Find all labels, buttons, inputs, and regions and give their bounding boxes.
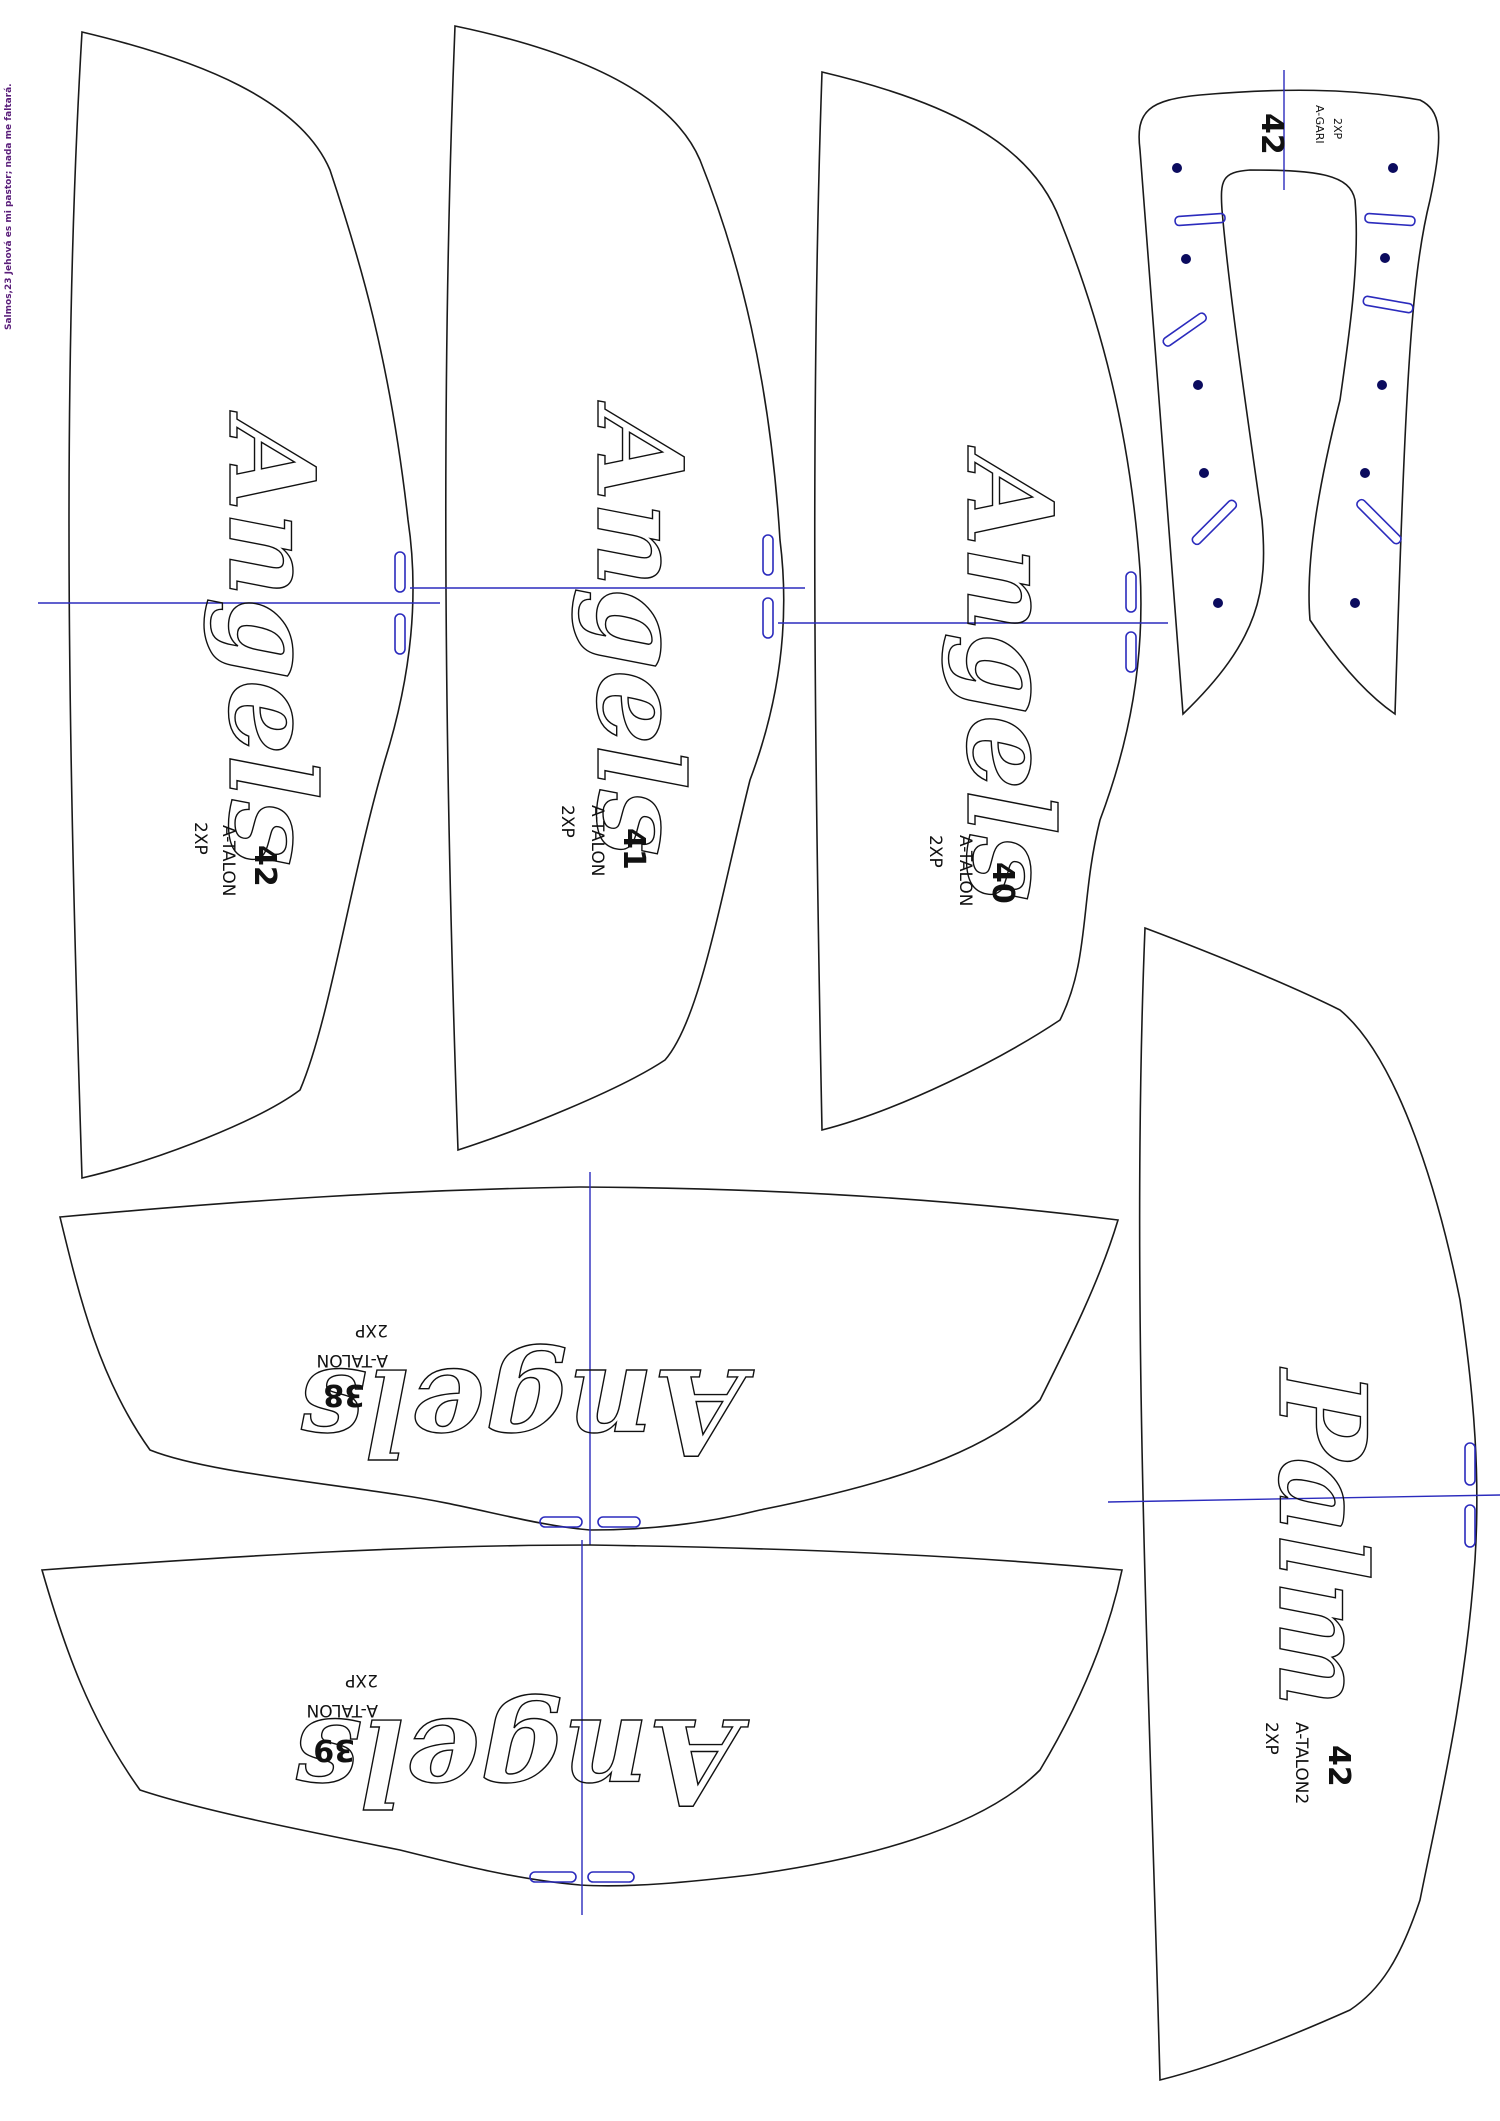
size-label: 40 (985, 862, 1020, 904)
piece-gari-42: 42 A-GARI 2XP (1138, 70, 1440, 716)
brand-logo: Angels (940, 445, 1079, 901)
piece-talon-41: Angels 41 A-TALON 2XP (410, 25, 805, 1152)
qty-label: 2XP (345, 1670, 378, 1690)
qty-label: 2XP (557, 805, 577, 838)
notch-mark (1125, 571, 1137, 613)
brand-logo: Angels (202, 410, 341, 866)
size-label: 42 (1321, 1745, 1356, 1787)
notch-marks (1162, 212, 1416, 546)
notch-mark (597, 1516, 641, 1528)
piece-talon-39: Angels 39 A-TALON 2XP (40, 1540, 1123, 1915)
notch-mark (394, 613, 406, 655)
stitch-holes (1172, 163, 1398, 608)
qty-label: 2XP (1331, 118, 1344, 140)
piece-talon-40: Angels 40 A-TALON 2XP (778, 70, 1168, 1132)
qty-label: 2XP (925, 835, 945, 868)
qty-label: 2XP (355, 1320, 388, 1340)
center-guide (1107, 1494, 1500, 1503)
code-label: A-TALON (218, 825, 238, 897)
piece-talon-38: Angels 38 A-TALON 2XP (59, 1172, 1120, 1545)
brand-logo: Angels (299, 1342, 755, 1481)
piece-talon2-42: Palm 42 A-TALON2 2XP (1107, 926, 1500, 2082)
size-label: 42 (1254, 113, 1289, 155)
code-label: A-TALON (307, 1700, 379, 1720)
notch-mark (587, 1871, 635, 1883)
notch-mark (394, 551, 406, 593)
piece-talon-42: Angels 42 A-TALON 2XP (38, 31, 440, 1179)
code-label: A-TALON2 (1291, 1722, 1311, 1804)
code-label: A-GARI (1313, 105, 1326, 144)
notch-mark (529, 1871, 577, 1883)
code-label: A-TALON (955, 835, 975, 907)
qty-label: 2XP (190, 822, 210, 855)
qty-label: 2XP (1261, 1722, 1281, 1755)
size-label: 42 (247, 845, 282, 887)
notch-mark (1464, 1504, 1476, 1548)
notch-mark (1125, 631, 1137, 673)
code-label: A-TALON (317, 1350, 389, 1370)
size-label: 39 (313, 1732, 355, 1767)
code-label: A-TALON (587, 805, 607, 877)
verse-text: Salmos,23 Jehová es mi pastor; nada me f… (4, 83, 14, 330)
notch-mark (762, 534, 774, 576)
brand-logo: Angels (294, 1692, 750, 1831)
brand-logo: Angels (570, 400, 709, 856)
notch-mark (1464, 1442, 1476, 1486)
size-label: 38 (323, 1377, 365, 1412)
notch-mark (539, 1516, 583, 1528)
brand-logo: Palm (1251, 1367, 1392, 1707)
size-label: 41 (616, 828, 651, 870)
notch-mark (762, 597, 774, 639)
